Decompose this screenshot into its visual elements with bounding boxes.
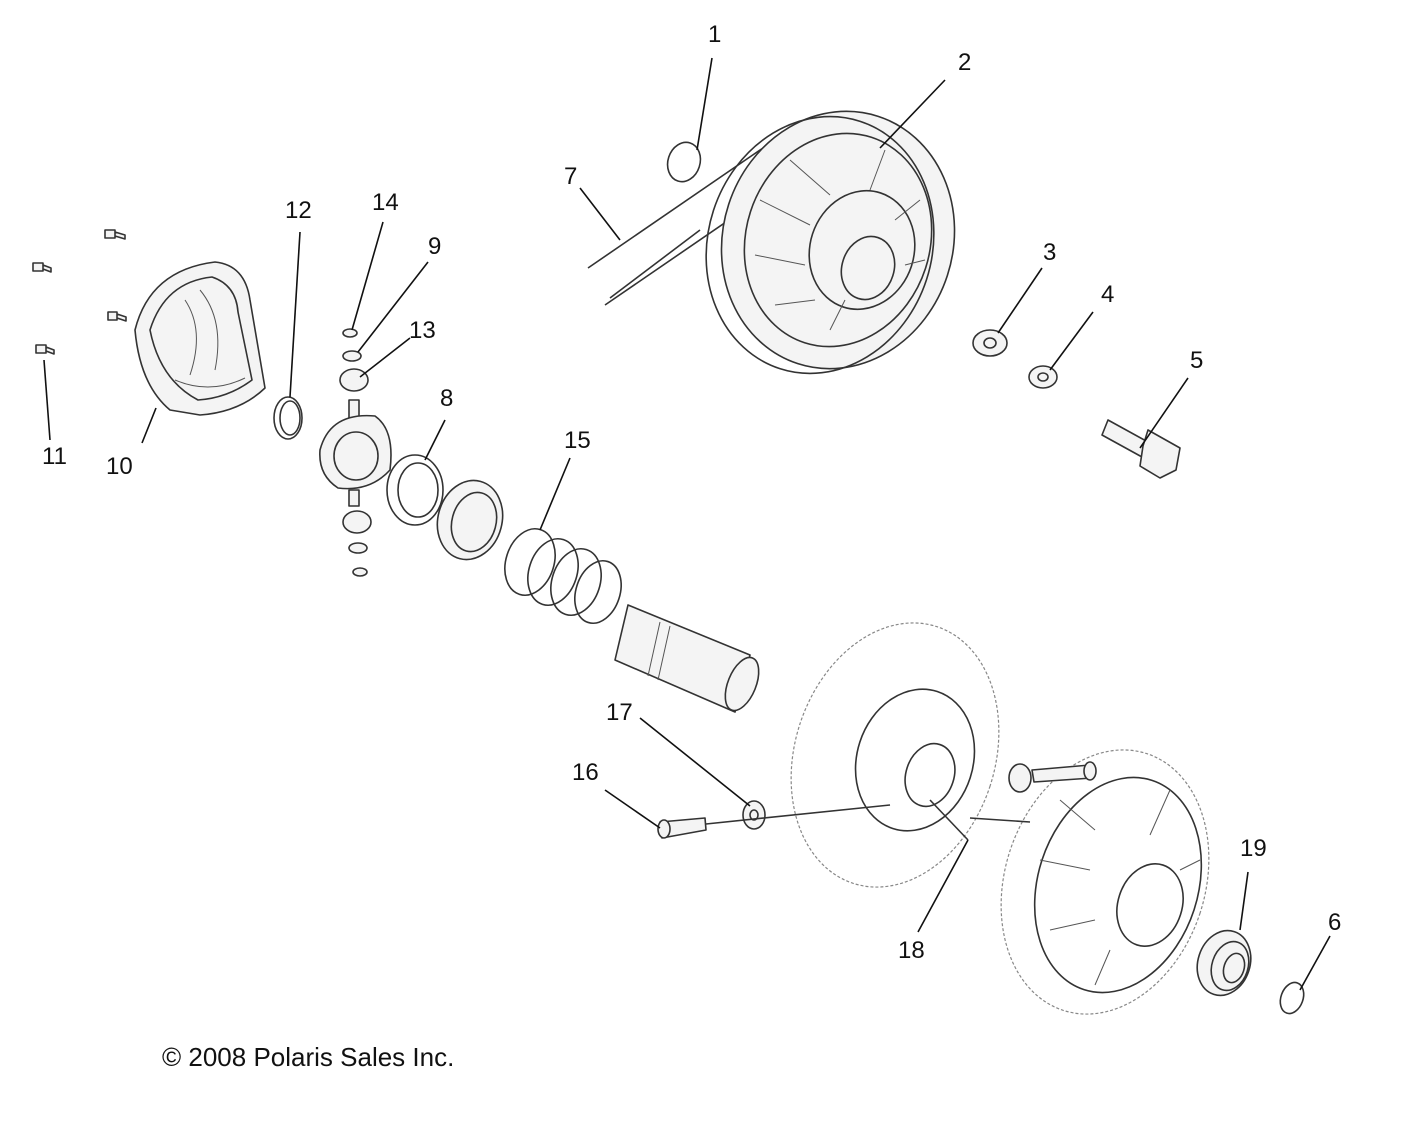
callout-17: 17 [606, 699, 633, 726]
stationary-sheave [1000, 749, 1210, 1015]
callout-12: 12 [285, 197, 312, 224]
bolt [1101, 419, 1181, 479]
callout-15: 15 [564, 427, 591, 454]
callout-16: 16 [572, 759, 599, 786]
retaining-ring [1279, 981, 1305, 1015]
callout-9: 9 [428, 233, 441, 260]
callout-10: 10 [106, 453, 133, 480]
callout-1: 1 [708, 21, 721, 48]
callout-5: 5 [1190, 347, 1203, 374]
callout-4: 4 [1101, 281, 1114, 308]
callout-3: 3 [1043, 239, 1056, 266]
button-ring [386, 454, 444, 526]
callout-14: 14 [372, 189, 399, 216]
snap-ring [273, 396, 303, 440]
moveable-sheave [790, 622, 1000, 888]
callout-8: 8 [440, 385, 453, 412]
bearing [1196, 929, 1252, 997]
callout-2: 2 [958, 49, 971, 76]
primary-sheave [705, 110, 956, 375]
screws [32, 229, 127, 355]
callout-13: 13 [409, 317, 436, 344]
cover-housing [134, 261, 266, 416]
washer-3 [972, 329, 1008, 357]
callout-11: 11 [42, 443, 67, 470]
leader-lines [43, 57, 1331, 991]
shaft [614, 604, 760, 713]
cam-disc [436, 479, 504, 561]
copyright-notice: © 2008 Polaris Sales Inc. [162, 1042, 455, 1072]
roller-pins [657, 761, 1097, 841]
callout-19: 19 [1240, 835, 1267, 862]
spider-assembly [319, 328, 392, 577]
washer-4 [1028, 365, 1058, 389]
callout-labels: 1 2 3 4 5 6 7 8 9 10 11 12 13 14 15 16 1… [42, 21, 1341, 964]
callout-18: 18 [898, 937, 925, 964]
o-ring [666, 141, 702, 183]
callout-7: 7 [564, 163, 577, 190]
spring [504, 528, 622, 624]
callout-6: 6 [1328, 909, 1341, 936]
